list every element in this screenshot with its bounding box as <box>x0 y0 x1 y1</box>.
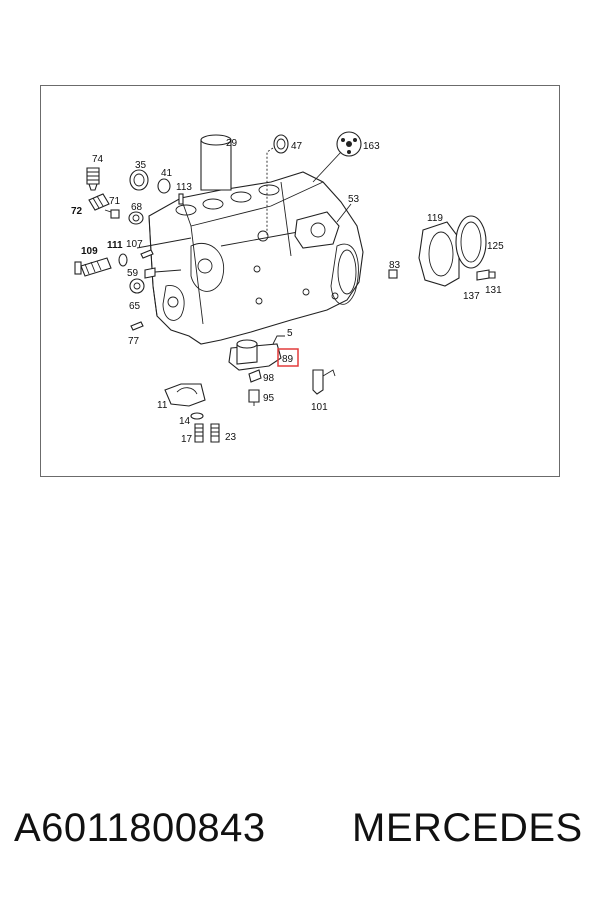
part-107-pin <box>140 249 154 259</box>
part-71-nut <box>110 209 120 219</box>
part-11-cap <box>164 383 206 407</box>
part-95-bolt <box>248 389 260 406</box>
label-95: 95 <box>263 393 275 404</box>
label-89: 89 <box>282 354 294 365</box>
label-74: 74 <box>92 154 104 165</box>
part-89-bracket <box>228 335 285 371</box>
label-77: 77 <box>128 336 140 347</box>
part-29-liner <box>200 134 232 191</box>
part-65-ring <box>129 278 145 294</box>
part-101-sensor <box>312 369 336 395</box>
highlight-box-89 <box>277 348 299 367</box>
label-101: 101 <box>311 402 328 413</box>
part-53-bolt <box>336 203 352 223</box>
part-163-disk <box>312 131 362 183</box>
label-47: 47 <box>291 141 303 152</box>
parts-diagram-frame: 29 47 163 74 35 41 113 71 72 68 53 119 1… <box>40 85 560 477</box>
part-35-cap <box>129 169 149 191</box>
part-77-dowel <box>130 321 144 331</box>
part-59-plug <box>144 267 156 279</box>
label-41: 41 <box>161 168 173 179</box>
label-59: 59 <box>127 268 139 279</box>
label-83: 83 <box>389 260 401 271</box>
label-111: 111 <box>107 240 123 251</box>
engine-block <box>148 171 364 345</box>
label-113: 113 <box>176 182 192 193</box>
label-11: 11 <box>157 400 168 411</box>
label-29: 29 <box>226 138 238 149</box>
part-72-injector <box>88 193 110 211</box>
part-number: A6011800843 <box>14 806 266 850</box>
part-125-seal <box>455 215 487 269</box>
part-47-plug <box>266 134 289 236</box>
label-65: 65 <box>129 301 141 312</box>
label-17: 17 <box>181 434 193 445</box>
part-113-pin <box>178 193 184 205</box>
label-23: 23 <box>225 432 237 443</box>
label-53: 53 <box>348 194 360 205</box>
label-71: 71 <box>109 196 121 207</box>
label-163: 163 <box>363 141 380 152</box>
label-68: 68 <box>131 202 143 213</box>
label-119: 119 <box>427 213 443 224</box>
part-119-cover <box>418 221 460 287</box>
label-131: 131 <box>485 285 502 296</box>
label-137: 137 <box>463 291 480 302</box>
label-107: 107 <box>126 239 143 250</box>
callout-labels: 29 47 163 74 35 41 113 71 72 68 53 119 1… <box>71 138 504 445</box>
engine-block-diagram: 29 47 163 74 35 41 113 71 72 68 53 119 1… <box>71 131 504 445</box>
label-35: 35 <box>135 160 147 171</box>
part-109-valve <box>74 257 112 277</box>
part-41-seal <box>157 178 171 194</box>
part-111-oring <box>118 253 128 267</box>
brand-name: MERCEDES <box>352 806 583 850</box>
leader-lines <box>104 209 192 273</box>
part-23-bolt <box>210 423 220 443</box>
label-5: 5 <box>287 328 293 339</box>
part-83-plug <box>388 269 398 279</box>
part-17-bolt <box>194 423 204 443</box>
label-109: 109 <box>81 246 98 257</box>
label-72: 72 <box>71 206 83 217</box>
part-98-clip <box>248 369 262 383</box>
part-74-sensor <box>86 167 100 191</box>
label-125: 125 <box>487 241 504 252</box>
part-137-131-bolt <box>476 269 496 281</box>
label-14: 14 <box>179 416 191 427</box>
part-14-washer <box>190 412 204 420</box>
label-98: 98 <box>263 373 275 384</box>
part-68-washer <box>128 211 144 225</box>
